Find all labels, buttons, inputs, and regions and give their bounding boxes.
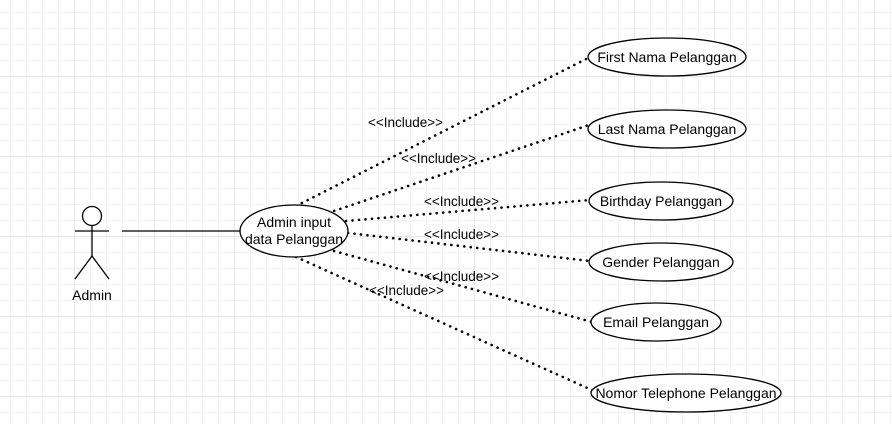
main-use-case-line1: Admin input: [257, 214, 331, 230]
use-case-nomor-telephone[interactable]: Nomor Telephone Pelanggan: [590, 373, 782, 413]
use-case-label: Nomor Telephone Pelanggan: [595, 385, 776, 401]
use-case-label: Last Nama Pelanggan: [598, 121, 737, 137]
main-use-case-ellipse: [239, 204, 349, 258]
include-label-first-nama: <<Include>>: [368, 115, 443, 130]
actor-left-leg: [74, 255, 93, 280]
include-connector-email: [332, 249, 594, 324]
use-case-first-nama[interactable]: First Nama Pelanggan: [587, 37, 747, 77]
actor-right-leg: [91, 255, 110, 280]
use-case-label: Birthday Pelanggan: [600, 193, 722, 209]
include-connector-nomor-telephone: [294, 255, 596, 393]
use-case-label: First Nama Pelanggan: [597, 49, 736, 65]
include-label-last-nama: <<Include>>: [401, 151, 476, 166]
use-case-email[interactable]: Email Pelanggan: [590, 302, 722, 342]
use-case-label: Email Pelanggan: [603, 314, 709, 330]
include-label-gender: <<Include>>: [424, 227, 499, 242]
include-label-nomor-telephone: <<Include>>: [369, 283, 444, 298]
main-use-case-line2: data Pelanggan: [245, 231, 343, 247]
use-case-gender[interactable]: Gender Pelanggan: [588, 242, 734, 282]
use-case-last-nama[interactable]: Last Nama Pelanggan: [587, 109, 747, 149]
admin-actor[interactable]: [74, 205, 110, 280]
include-connector-last-nama: [326, 122, 594, 215]
include-connector-birthday: [344, 198, 592, 223]
actor-label: Admin: [72, 287, 112, 303]
use-case-birthday[interactable]: Birthday Pelanggan: [588, 181, 734, 221]
use-case-label: Gender Pelanggan: [602, 254, 720, 270]
include-connector-first-nama: [294, 54, 594, 208]
use-case-admin-input[interactable]: Admin input data Pelanggan: [239, 204, 349, 258]
actor-head: [81, 205, 103, 227]
include-label-birthday: <<Include>>: [424, 194, 499, 209]
include-label-email: <<Include>>: [424, 269, 499, 284]
